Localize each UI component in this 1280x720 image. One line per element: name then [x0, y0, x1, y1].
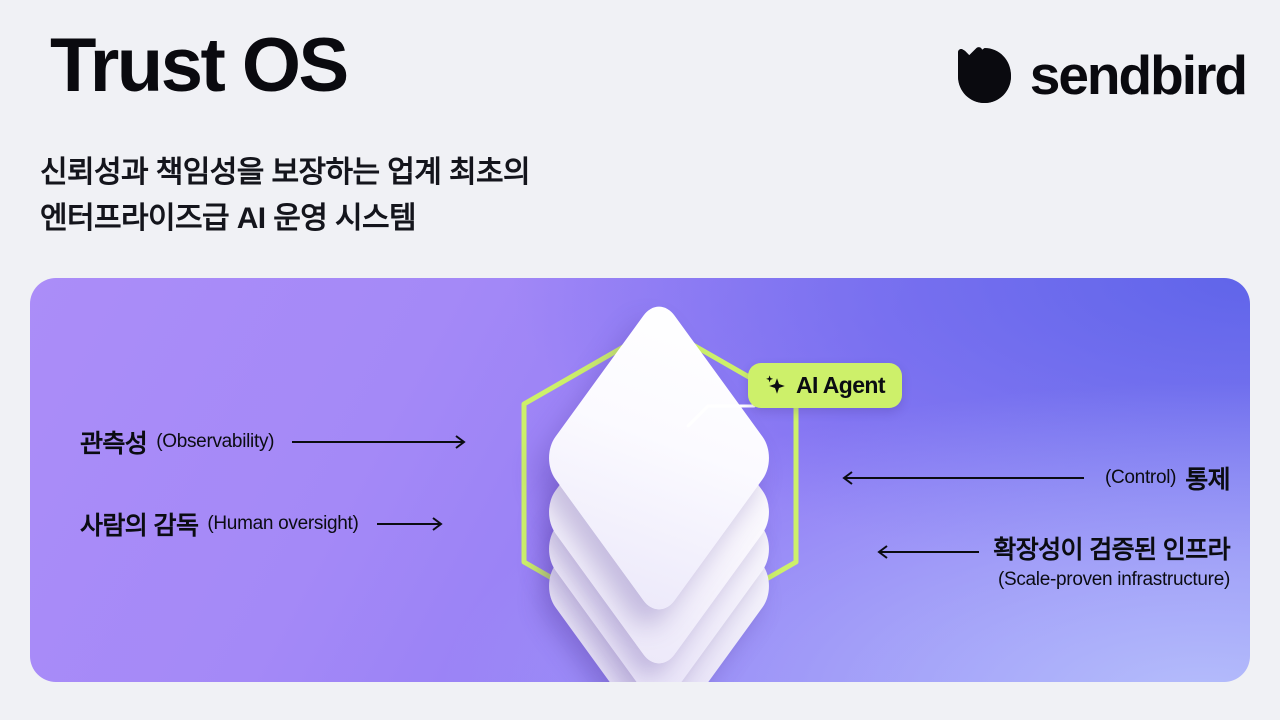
annotation-infrastructure-text: 확장성이 검증된 인프라 (Scale-proven infrastructur…	[993, 530, 1230, 591]
diagram-panel: 관측성 (Observability) 사람의 감독 (Human oversi…	[30, 278, 1250, 682]
sendbird-wordmark: sendbird	[1029, 43, 1248, 106]
arrow-left-icon	[877, 545, 980, 559]
annotation-control-english: (Control)	[1104, 467, 1177, 488]
annotation-control-korean: 통제	[1185, 466, 1230, 494]
sendbird-logo: sendbird	[954, 43, 1248, 106]
annotation-observability-english: (Observability)	[156, 431, 275, 452]
sendbird-bird-mark-icon	[957, 47, 1011, 103]
page-title: Trust OS	[50, 23, 349, 108]
annotation-human-oversight-english: (Human oversight)	[207, 513, 359, 534]
annotation-observability-korean: 관측성	[80, 430, 148, 458]
annotation-infrastructure: 확장성이 검증된 인프라 (Scale-proven infrastructur…	[871, 530, 1231, 591]
annotation-control: (Control) 통제	[836, 460, 1231, 496]
arrow-right-icon	[376, 517, 443, 531]
annotation-observability: 관측성 (Observability)	[80, 424, 472, 460]
slide-subtitle: 신뢰성과 책임성을 보장하는 업계 최초의 엔터프라이즈급 AI 운영 시스템	[40, 150, 531, 241]
arrow-left-icon	[842, 471, 1084, 485]
arrow-right-icon	[292, 435, 466, 449]
slide-header: Trust OS 신뢰성과 책임성을 보장하는 업계 최초의 엔터프라이즈급 A…	[0, 0, 1280, 278]
annotation-infrastructure-korean: 확장성이 검증된 인프라	[993, 536, 1230, 564]
ai-agent-connector-line	[686, 404, 756, 428]
subtitle-line-1: 신뢰성과 책임성을 보장하는 업계 최초의	[40, 156, 531, 189]
ai-agent-label: AI Agent	[796, 372, 886, 398]
annotation-human-oversight-korean: 사람의 감독	[80, 512, 199, 540]
annotation-infrastructure-english: (Scale-proven infrastructure)	[997, 569, 1230, 590]
subtitle-line-2: 엔터프라이즈급 AI 운영 시스템	[40, 201, 417, 235]
sparkle-icon	[766, 374, 785, 394]
ai-agent-badge[interactable]: AI Agent	[748, 363, 902, 408]
annotation-human-oversight: 사람의 감독 (Human oversight)	[80, 506, 449, 542]
